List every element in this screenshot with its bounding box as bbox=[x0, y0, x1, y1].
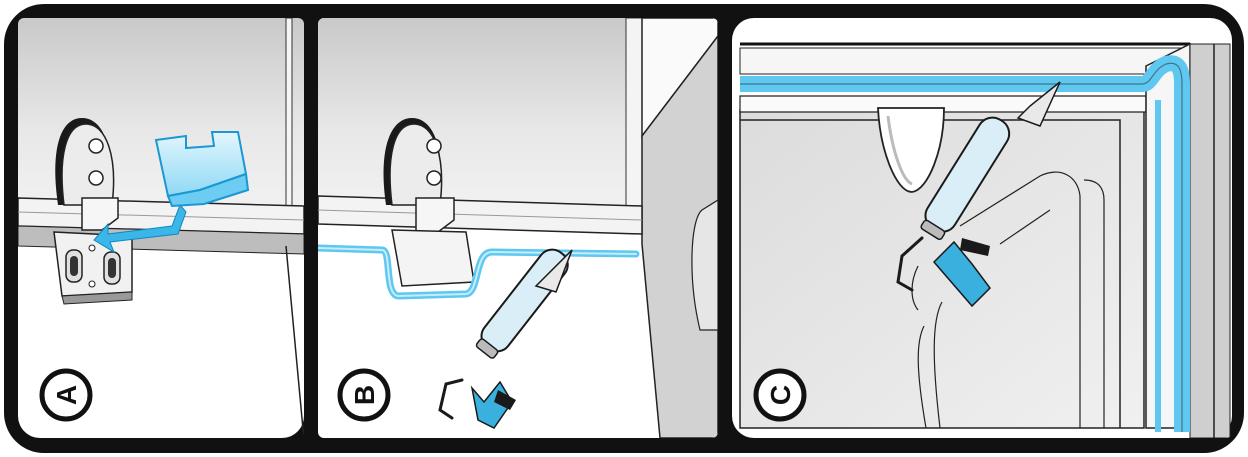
panel-b: B bbox=[318, 18, 718, 438]
panel-c: C bbox=[732, 18, 1232, 438]
panel-a: A bbox=[18, 18, 304, 440]
svg-text:A: A bbox=[51, 385, 82, 405]
step-label-b: B bbox=[340, 371, 388, 419]
glass-panel bbox=[318, 18, 648, 208]
svg-text:C: C bbox=[765, 385, 796, 405]
svg-text:B: B bbox=[349, 385, 380, 405]
step-label-c: C bbox=[756, 371, 804, 419]
panel-divider bbox=[718, 10, 732, 447]
panel-divider bbox=[304, 10, 318, 447]
step-label-a: A bbox=[42, 371, 90, 419]
